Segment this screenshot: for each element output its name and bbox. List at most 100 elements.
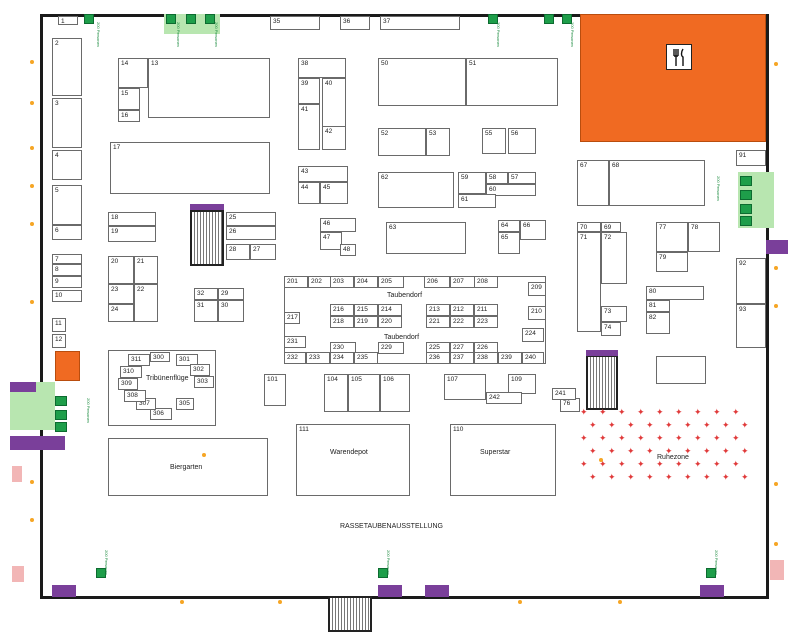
booth-30[interactable]: 30 bbox=[218, 300, 244, 322]
booth-82[interactable]: 82 bbox=[646, 312, 670, 334]
booth-76[interactable]: 76 bbox=[560, 398, 580, 412]
booth-28[interactable]: 28 bbox=[226, 244, 250, 260]
booth-59[interactable]: 59 bbox=[458, 172, 486, 194]
booth-303[interactable]: 303 bbox=[194, 376, 214, 388]
booth-242[interactable]: 242 bbox=[486, 392, 522, 404]
booth-310[interactable]: 310 bbox=[120, 366, 142, 378]
booth-311[interactable]: 311 bbox=[128, 354, 150, 366]
booth-50[interactable]: 50 bbox=[378, 58, 466, 106]
booth-55[interactable]: 55 bbox=[482, 128, 506, 154]
booth-213[interactable]: 213 bbox=[426, 304, 450, 316]
booth-41[interactable]: 41 bbox=[298, 104, 320, 150]
booth-5[interactable]: 5 bbox=[52, 185, 82, 225]
booth-46[interactable]: 46 bbox=[320, 218, 356, 232]
booth-222[interactable]: 222 bbox=[450, 316, 474, 328]
booth-111[interactable]: 111 bbox=[296, 424, 410, 496]
booth-32[interactable]: 32 bbox=[194, 288, 218, 300]
booth-214[interactable]: 214 bbox=[378, 304, 402, 316]
booth-24[interactable]: 24 bbox=[108, 304, 134, 322]
booth-19[interactable]: 19 bbox=[108, 226, 156, 242]
booth-69[interactable]: 69 bbox=[601, 222, 621, 232]
booth-203[interactable]: 203 bbox=[330, 276, 354, 288]
booth-12[interactable]: 12 bbox=[52, 334, 66, 348]
booth-232[interactable]: 232 bbox=[284, 352, 306, 364]
booth-23[interactable]: 23 bbox=[108, 284, 134, 304]
booth-11[interactable]: 11 bbox=[52, 318, 66, 332]
booth-66[interactable]: 66 bbox=[520, 220, 546, 240]
booth-229[interactable]: 229 bbox=[378, 342, 404, 354]
booth-4[interactable]: 4 bbox=[52, 150, 82, 180]
booth-51[interactable]: 51 bbox=[466, 58, 558, 106]
booth-241[interactable]: 241 bbox=[552, 388, 576, 400]
booth-63[interactable]: 63 bbox=[386, 222, 466, 254]
booth-44[interactable]: 44 bbox=[298, 182, 320, 204]
booth-64[interactable]: 64 bbox=[498, 220, 520, 232]
booth-8[interactable]: 8 bbox=[52, 264, 82, 276]
booth-15[interactable]: 15 bbox=[118, 88, 140, 110]
booth-238[interactable]: 238 bbox=[474, 352, 498, 364]
booth-29[interactable]: 29 bbox=[218, 288, 244, 300]
booth-308[interactable]: 308 bbox=[124, 390, 146, 402]
booth-47[interactable]: 47 bbox=[320, 232, 342, 250]
booth-53[interactable]: 53 bbox=[426, 128, 450, 156]
booth-22[interactable]: 22 bbox=[134, 284, 158, 322]
booth-205[interactable]: 205 bbox=[378, 276, 404, 288]
booth-21[interactable]: 21 bbox=[134, 256, 158, 284]
booth-27[interactable]: 27 bbox=[250, 244, 276, 260]
booth-302[interactable]: 302 bbox=[190, 364, 210, 376]
booth-101[interactable]: 101 bbox=[264, 374, 286, 406]
booth-212[interactable]: 212 bbox=[450, 304, 474, 316]
booth-106[interactable]: 106 bbox=[380, 374, 410, 412]
booth-7[interactable]: 7 bbox=[52, 254, 82, 264]
booth-9[interactable]: 9 bbox=[52, 276, 82, 288]
booth-216[interactable]: 216 bbox=[330, 304, 354, 316]
booth-208[interactable]: 208 bbox=[474, 276, 498, 288]
booth-80[interactable]: 80 bbox=[646, 286, 704, 300]
booth-26[interactable]: 26 bbox=[226, 226, 276, 240]
booth-65[interactable]: 65 bbox=[498, 232, 520, 254]
booth-67[interactable]: 67 bbox=[577, 160, 609, 206]
booth-74[interactable]: 74 bbox=[601, 322, 621, 336]
booth-202[interactable]: 202 bbox=[308, 276, 332, 288]
booth-42[interactable]: 42 bbox=[322, 126, 346, 150]
booth-79[interactable]: 79 bbox=[656, 252, 688, 272]
booth-219[interactable]: 219 bbox=[354, 316, 378, 328]
booth-218[interactable]: 218 bbox=[330, 316, 354, 328]
booth-78[interactable]: 78 bbox=[688, 222, 720, 252]
booth-211[interactable]: 211 bbox=[474, 304, 498, 316]
booth-36[interactable]: 36 bbox=[340, 16, 370, 30]
booth-204[interactable]: 204 bbox=[354, 276, 378, 288]
booth-57[interactable]: 57 bbox=[508, 172, 536, 184]
booth-104[interactable]: 104 bbox=[324, 374, 348, 412]
booth-31[interactable]: 31 bbox=[194, 300, 218, 322]
booth-37[interactable]: 37 bbox=[380, 16, 460, 30]
booth-58[interactable]: 58 bbox=[486, 172, 508, 184]
booth-107[interactable]: 107 bbox=[444, 374, 486, 400]
booth-20[interactable]: 20 bbox=[108, 256, 134, 284]
booth-224[interactable]: 224 bbox=[522, 328, 544, 342]
booth-18[interactable]: 18 bbox=[108, 212, 156, 226]
booth-220[interactable]: 220 bbox=[378, 316, 402, 328]
booth-48[interactable]: 48 bbox=[340, 244, 356, 256]
booth-92[interactable]: 92 bbox=[736, 258, 766, 304]
booth-60[interactable]: 60 bbox=[486, 184, 536, 196]
booth-72[interactable]: 72 bbox=[601, 232, 627, 284]
booth-223[interactable]: 223 bbox=[474, 316, 498, 328]
booth-217[interactable]: 217 bbox=[284, 312, 300, 324]
booth-300[interactable]: 300 bbox=[150, 352, 170, 362]
booth-25[interactable]: 25 bbox=[226, 212, 276, 226]
booth-110[interactable]: 110 bbox=[450, 424, 556, 496]
booth-91[interactable]: 91 bbox=[736, 150, 766, 166]
booth-17[interactable]: 17 bbox=[110, 142, 270, 194]
booth-35[interactable]: 35 bbox=[270, 16, 320, 30]
booth-109[interactable]: 109 bbox=[508, 374, 536, 394]
booth-209[interactable]: 209 bbox=[528, 282, 546, 296]
booth-1[interactable]: 1 bbox=[58, 16, 78, 25]
booth-61[interactable]: 61 bbox=[458, 194, 496, 208]
booth-71[interactable]: 71 bbox=[577, 232, 601, 332]
booth-39[interactable]: 39 bbox=[298, 78, 320, 104]
booth-68[interactable]: 68 bbox=[609, 160, 705, 206]
booth-234[interactable]: 234 bbox=[330, 352, 354, 364]
booth-6[interactable]: 6 bbox=[52, 225, 82, 240]
booth-56[interactable]: 56 bbox=[508, 128, 536, 154]
